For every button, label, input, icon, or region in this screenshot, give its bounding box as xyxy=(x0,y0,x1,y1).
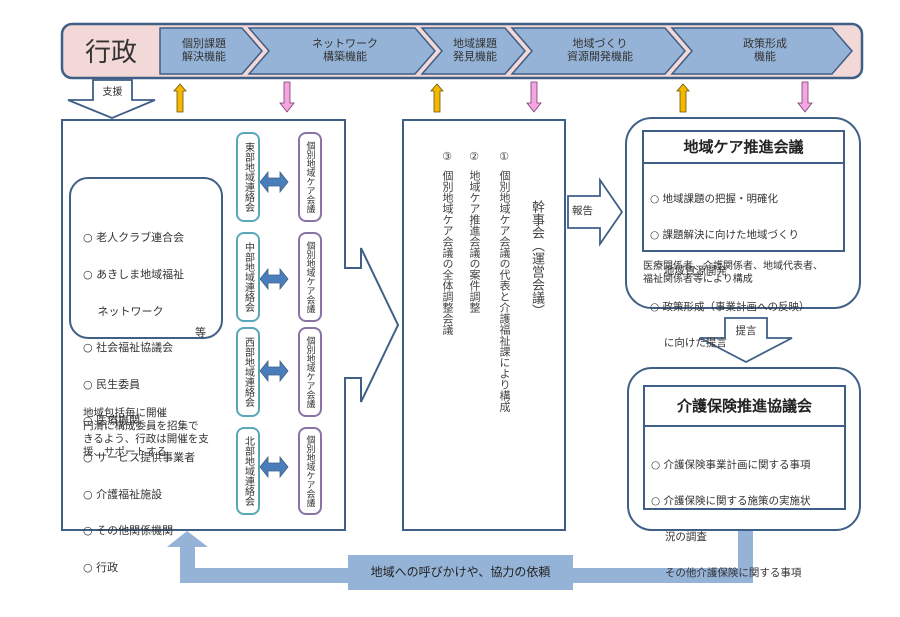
member-item: ○ 医療機関 xyxy=(83,414,141,428)
region-liaison-central: 中部地域連絡会 xyxy=(236,232,260,322)
member-item: ○ 行政 xyxy=(83,560,119,574)
function-label-line2: 資源開発機能 xyxy=(567,50,633,63)
note-line: きるよう、行政は開催を支 xyxy=(83,433,209,445)
function-label-line1: ネットワーク xyxy=(312,37,378,50)
chevron-function-5 xyxy=(670,27,853,75)
note-line: 地域包括毎に開催 xyxy=(83,407,167,419)
up-arrow-icon xyxy=(173,83,187,113)
insurance-council-item: その他介護保険に関する事項 xyxy=(651,567,802,579)
note-line: 円滑に構成委員を招集で xyxy=(83,420,199,432)
down-arrow-icon xyxy=(526,81,542,113)
function-label-line2: 発見機能 xyxy=(453,50,497,63)
down-arrow-icon xyxy=(797,81,813,113)
executive-item-1: 個別地域ケア会議の代表と介護福祉課により構成 xyxy=(498,170,511,412)
proposal-label: 提言 xyxy=(735,325,757,337)
note-line: 援、サポートする xyxy=(83,446,167,458)
executive-committee-frame xyxy=(402,119,566,531)
function-label-line2: 機能 xyxy=(754,50,776,63)
member-list-etc: 等 xyxy=(195,326,206,339)
double-arrow-icon xyxy=(259,359,289,383)
care-meeting-west: 個別地域ケア会議 xyxy=(298,327,322,417)
double-arrow-icon xyxy=(259,455,289,479)
insurance-council-box: 介護保険推進協議会 ○ 介護保険事業計画に関する事項 ○ 介護保険に関する施策の… xyxy=(643,385,846,579)
care-meeting-central: 個別地域ケア会議 xyxy=(298,232,322,322)
function-label-line1: 地域課題 xyxy=(453,37,497,50)
region-liaison-north: 北部地域連絡会 xyxy=(236,427,260,515)
executive-item-3: 個別地域ケア会議の全体調整会議 xyxy=(441,170,454,335)
item-number: ② xyxy=(469,150,479,163)
region-liaison-west: 西部地域連絡会 xyxy=(236,327,260,417)
care-meeting-north: 個別地域ケア会議 xyxy=(298,427,322,515)
function-regional-problem-discovery: 地域課題 発見機能 xyxy=(440,37,510,63)
member-item: ネットワーク xyxy=(83,304,164,318)
item-number: ③ xyxy=(442,150,452,163)
care-promotion-item: ○ 地域課題の把握・明確化 xyxy=(650,193,778,205)
double-arrow-icon xyxy=(259,170,289,194)
member-list-frame xyxy=(69,177,223,339)
member-list: ○ 老人クラブ連合会 ○ あきしま地域福祉 ネットワーク ○ 社会福祉協議会 ○… xyxy=(83,208,195,586)
care-promotion-members-note: 医療関係者、介護関係者、地域代表者、 福祉関係者等により構成 xyxy=(643,260,823,286)
chevron-function-3 xyxy=(420,27,526,75)
insurance-council-item: ○ 介護保険事業計画に関する事項 xyxy=(651,459,811,471)
up-arrow-icon xyxy=(430,83,444,113)
care-promotion-item: ○ 政策形成（事業計画への反映） xyxy=(650,301,810,313)
feedback-label: 地域への呼びかけや、協力の依頼 xyxy=(370,565,551,579)
care-promotion-items: ○ 地域課題の把握・明確化 ○ 課題解決に向けた地域づくり 地域資源開発 ○ 政… xyxy=(644,164,843,378)
function-network-building: ネットワーク 構築機能 xyxy=(280,37,410,63)
chevron-function-1 xyxy=(159,27,263,75)
member-item: ○ 老人クラブ連合会 xyxy=(83,231,185,245)
gyosei-label: 行政 xyxy=(84,38,137,68)
member-item: ○ 民生委員 xyxy=(83,377,141,391)
insurance-council-item: ○ 介護保険に関する施策の実施状 xyxy=(651,495,811,507)
insurance-council-item: 況の調査 xyxy=(651,531,707,543)
function-label-line1: 地域づくり xyxy=(572,37,628,50)
proposal-arrow xyxy=(699,317,793,364)
care-promotion-item: ○ 課題解決に向けた地域づくり xyxy=(650,229,799,241)
care-promotion-box: 地域ケア推進会議 ○ 地域課題の把握・明確化 ○ 課題解決に向けた地域づくり 地… xyxy=(642,130,845,349)
function-label-line1: 政策形成 xyxy=(743,37,787,50)
down-arrow-icon xyxy=(279,81,295,113)
report-label: 報告 xyxy=(572,205,593,217)
member-item: ○ 社会福祉協議会 xyxy=(83,341,174,355)
care-promotion-item: に向けた提言 xyxy=(650,337,727,349)
function-policy-formation: 政策形成 機能 xyxy=(700,37,830,63)
up-arrow-icon xyxy=(676,83,690,113)
care-promotion-title: 地域ケア推進会議 xyxy=(644,132,843,164)
insurance-council-items: ○ 介護保険事業計画に関する事項 ○ 介護保険に関する施策の実施状 況の調査 そ… xyxy=(645,427,844,608)
support-label: 支援 xyxy=(102,87,123,98)
member-item: ○ サービス提供事業者 xyxy=(83,451,196,465)
care-meeting-east: 個別地域ケア会議 xyxy=(298,132,322,222)
function-community-resource-development: 地域づくり 資源開発機能 xyxy=(540,37,660,63)
function-label-line2: 構築機能 xyxy=(323,50,367,63)
region-liaison-east: 東部地域連絡会 xyxy=(236,132,260,222)
chevron-function-4 xyxy=(510,27,686,75)
report-arrow xyxy=(567,177,624,247)
chevron-function-2 xyxy=(247,27,436,75)
left-panel-note: 地域包括毎に開催 円滑に構成委員を招集で きるよう、行政は開催を支 援、サポート… xyxy=(83,407,209,459)
insurance-council-title: 介護保険推進協議会 xyxy=(645,387,844,427)
member-item: ○ あきしま地域福祉 xyxy=(83,268,185,282)
function-individual-problem-solving: 個別課題 解決機能 xyxy=(165,37,243,63)
feedback-arrow xyxy=(167,531,753,590)
executive-committee-title: 幹事会（運営会議） xyxy=(529,200,544,317)
note-line: 医療関係者、介護関係者、地域代表者、 xyxy=(643,261,823,272)
function-label-line2: 解決機能 xyxy=(182,50,226,63)
note-line: 福祉関係者等により構成 xyxy=(643,274,753,285)
support-arrow xyxy=(67,79,156,119)
function-label-line1: 個別課題 xyxy=(182,37,226,50)
item-number: ① xyxy=(499,150,509,163)
executive-item-2: 地域ケア推進会議の案件調整 xyxy=(468,170,481,313)
member-item: ○ 介護福祉施設 xyxy=(83,487,163,501)
double-arrow-icon xyxy=(259,267,289,291)
member-item: ○ その他関係機関 xyxy=(83,524,174,538)
care-promotion-item: 地域資源開発 xyxy=(650,265,727,277)
